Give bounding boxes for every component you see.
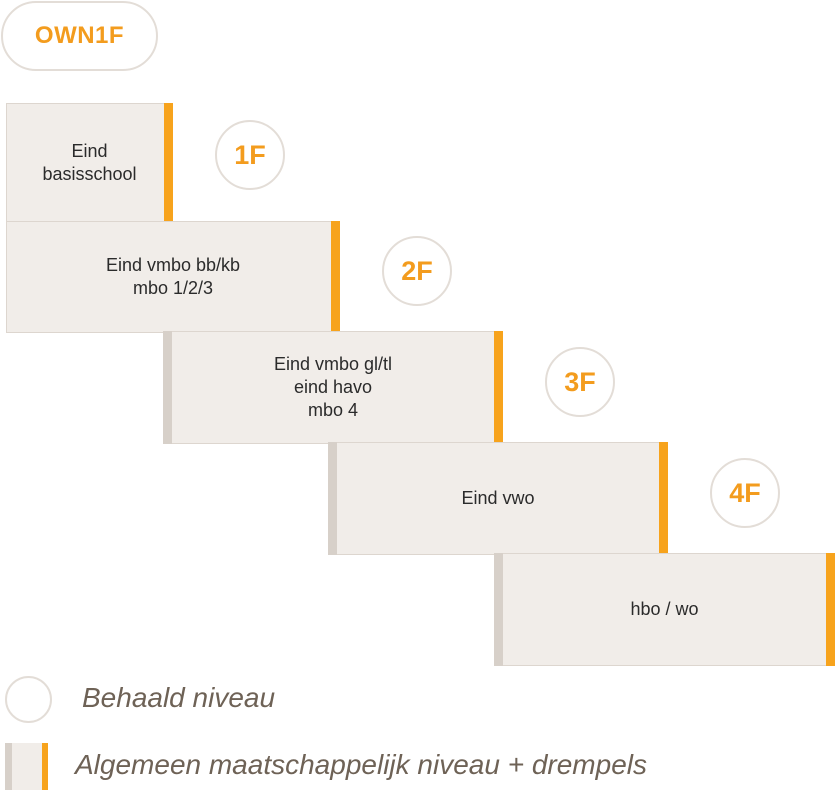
threshold-bar: [328, 442, 337, 555]
level-label: 2F: [401, 255, 433, 286]
step-basisschool: Eind basisschool: [6, 103, 173, 223]
step-label: Eind vmbo gl/tl eind havo mbo 4: [273, 354, 393, 420]
accent-bar: [164, 103, 173, 223]
threshold-bar: [163, 331, 172, 444]
level-label: 3F: [564, 366, 596, 397]
legend-bar-icon: [5, 743, 48, 790]
step-vwo: Eind vwo: [328, 442, 668, 555]
step-label: Eind vmbo bb/kb mbo 1/2/3: [105, 255, 241, 298]
own1f-badge: OWN1F: [1, 1, 158, 71]
level-circle-2f: 2F: [382, 236, 452, 306]
level-circle-3f: 3F: [545, 347, 615, 417]
step-hbo-wo: hbo / wo: [494, 553, 835, 666]
accent-bar: [659, 442, 668, 555]
accent-bar: [331, 221, 340, 333]
step-vmbo-bb-kb: Eind vmbo bb/kb mbo 1/2/3: [6, 221, 340, 333]
step-label: hbo / wo: [630, 599, 699, 619]
accent-bar: [494, 331, 503, 444]
legend-general-label: Algemeen maatschappelijk niveau + drempe…: [75, 749, 647, 780]
step-label: Eind vwo: [461, 488, 535, 508]
level-label: 1F: [234, 139, 266, 170]
step-vmbo-gl-tl: Eind vmbo gl/tl eind havo mbo 4: [163, 331, 503, 444]
badge-label: OWN1F: [34, 22, 125, 49]
accent-bar: [826, 553, 835, 666]
level-label: 4F: [729, 477, 761, 508]
step-label: Eind basisschool: [42, 141, 137, 184]
threshold-bar: [494, 553, 503, 666]
level-circle-4f: 4F: [710, 458, 780, 528]
legend-circle-icon: [5, 676, 52, 723]
level-circle-1f: 1F: [215, 120, 285, 190]
legend-achieved-label: Behaald niveau: [82, 682, 276, 713]
